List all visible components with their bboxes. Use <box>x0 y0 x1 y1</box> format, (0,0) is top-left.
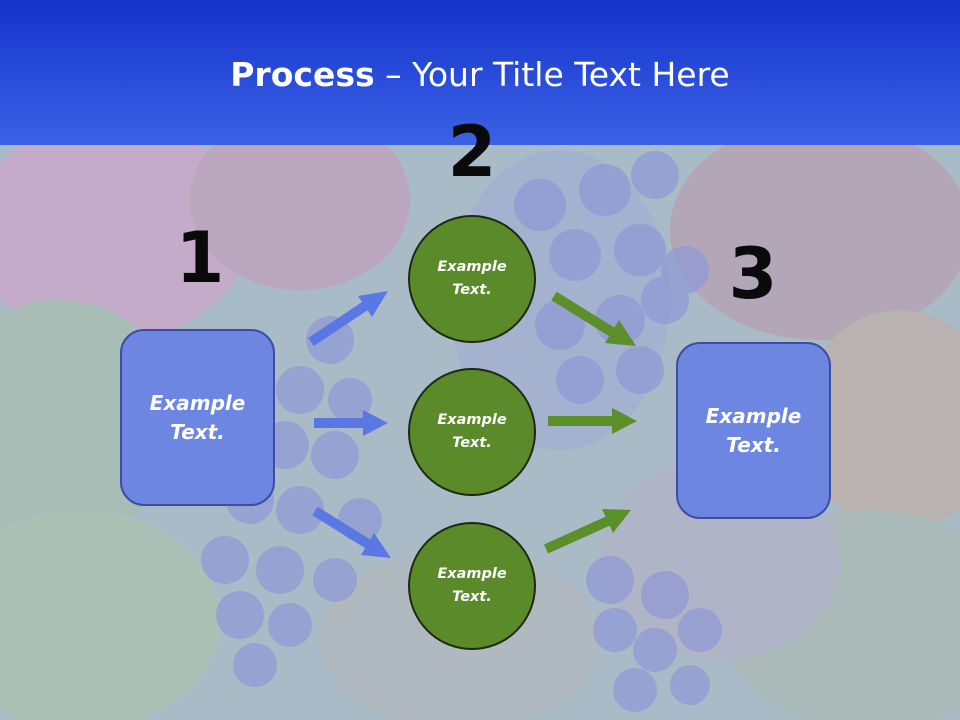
step-1-number: 1 <box>175 217 225 299</box>
title-bar: Process – Your Title Text Here <box>0 0 960 145</box>
title-rest: – Your Title Text Here <box>374 55 730 94</box>
step-2-circle-top: Example Text. <box>408 215 536 343</box>
step-1-box: Example Text. <box>120 329 275 506</box>
step-2-circle-middle: Example Text. <box>408 368 536 496</box>
step-2-number: 2 <box>447 111 497 193</box>
step-3-box: Example Text. <box>676 342 831 519</box>
step-2-circle-bottom: Example Text. <box>408 522 536 650</box>
step-3-number: 3 <box>728 233 778 315</box>
title-bold: Process <box>230 55 375 94</box>
slide-title: Process – Your Title Text Here <box>0 52 960 98</box>
